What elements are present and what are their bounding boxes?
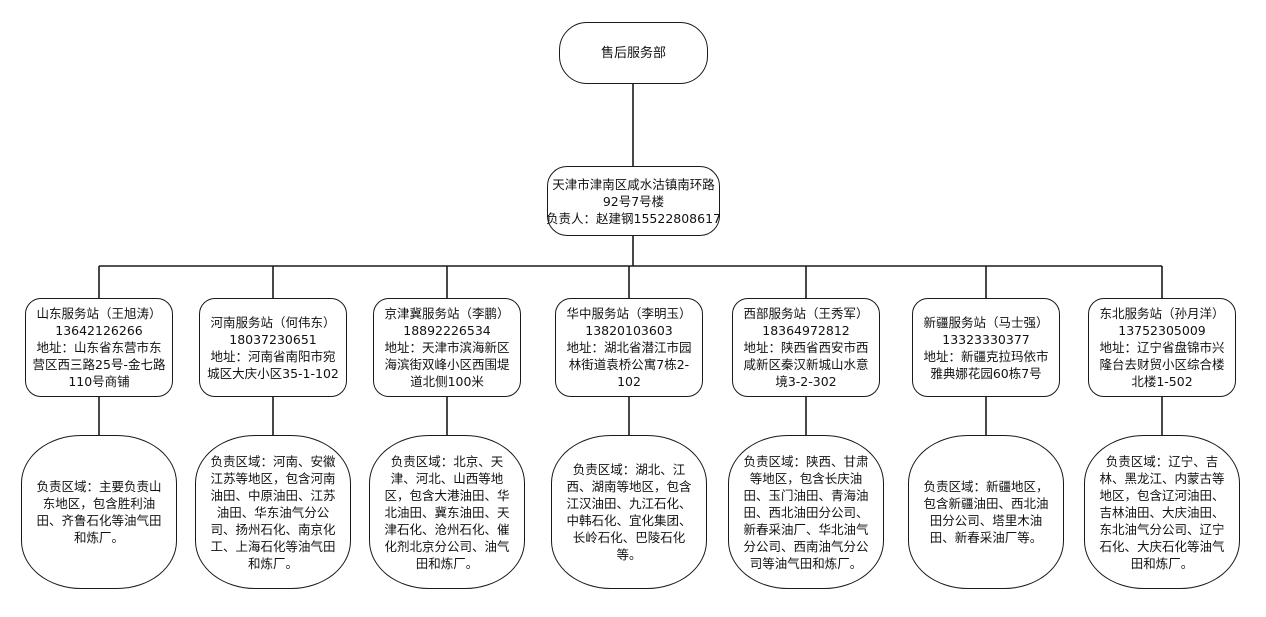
region-line: 新春采油厂、华北油气 [743,521,869,537]
station-node-xibu: 西部服务站（王秀军） 18364972812 地址：陕西省西安市西 咸新区秦汉新… [732,298,880,397]
station-phone: 18892226534 [403,323,491,338]
station-phone: 18037230651 [229,331,317,347]
station-name: 河南服务站（何伟东） [210,314,336,330]
station-address-line: 营区西三路25号-金七路 [32,357,166,372]
region-line: 和炼厂。 [73,530,124,545]
region-line: 区，包含大港油田、华 [384,487,510,503]
region-line: 负责区域：河南、安徽 [210,453,336,469]
station-node-jingjinji: 京津冀服务站（李鹏） 18892226534 地址：天津市滨海新区 海滨街双峰小… [373,298,521,397]
region-node-xibu: 负责区域：陕西、甘肃 等地区，包含长庆油 田、玉门油田、青海油 田、西北油田分公… [728,435,884,589]
station-address-line: 咸新区秦汉新城山水意 [743,357,869,372]
root-node-after-sales-dept: 售后服务部 [559,22,708,84]
region-line: 分公司、西南油气分公 [743,538,869,554]
region-node-shandong: 负责区域：主要负责山 东地区，包含胜利油 田、齐鲁石化等油气田 和炼厂。 [21,435,177,589]
station-name: 东北服务站（孙月洋） [1099,306,1225,321]
station-node-xinjiang: 新疆服务站（马士强） 13323330377 地址：新疆克拉玛依市 雅典娜花园6… [912,298,1060,397]
station-address-line: 102 [617,374,641,389]
station-phone: 13820103603 [585,323,673,338]
station-phone: 13642126266 [55,323,143,338]
region-line: 田、玉门油田、青海油 [743,487,869,503]
region-line: 化剂北京分公司、油气 [384,538,510,554]
region-line: 津石化、沧州石化、催 [384,521,510,537]
region-line: 津、河北、山西等地 [390,470,504,486]
region-line: 长岭石化、巴陵石化 [572,530,686,545]
station-address-line: 地址：湖北省潜江市园 [566,340,692,355]
region-node-henan: 负责区域：河南、安徽 江苏等地区，包含河南 油田、中原油田、江苏 油田、华东油气… [195,435,351,589]
region-line: 田、西北油田分公司、 [743,504,869,520]
station-name: 新疆服务站（马士强） [923,314,1049,330]
region-line: 负责区域：辽宁、吉 [1105,453,1219,469]
hq-node: 天津市津南区咸水沽镇南环路 92号7号楼 负责人：赵建钢15522808617 [546,166,721,236]
region-line: 司、扬州石化、南京化 [210,521,336,537]
region-line: 东北油气分公司、辽宁 [1099,521,1225,537]
region-line: 田、齐鲁石化等油气田 [36,513,162,528]
station-address-line: 海滨街双峰小区西围堤 [384,357,510,372]
region-line: 东地区，包含胜利油 [42,496,156,511]
region-line: 油田、华东油气分公 [216,504,330,520]
region-line: 等。 [616,547,642,562]
station-node-dongbei: 东北服务站（孙月洋） 13752305009 地址：辽宁省盘锦市兴 隆台去财贸小… [1088,298,1236,397]
region-line: 负责区域：新疆地区， [923,479,1049,494]
region-line: 司等油气田和炼厂。 [749,555,863,571]
station-address-line: 北楼1-502 [1131,374,1193,389]
region-line: 吉林油田、大庆油田、 [1099,504,1225,520]
region-line: 工、上海石化等油气田 [210,538,336,554]
station-address-line: 地址：陕西省西安市西 [743,340,869,355]
station-node-huazhong: 华中服务站（李明玉） 13820103603 地址：湖北省潜江市园 林街道袁桥公… [555,298,703,397]
region-line: 石化、大庆石化等油气 [1099,538,1225,554]
region-line: 等地区，包含长庆油 [749,470,863,486]
region-line: 江汉油田、九江石化、 [566,496,692,511]
hq-address-line-1: 天津市津南区咸水沽镇南环路 [552,176,715,192]
station-address-line: 雅典娜花园60栋7号 [930,365,1042,381]
hq-manager-line: 负责人：赵建钢15522808617 [546,210,721,226]
station-phone: 13323330377 [942,331,1030,347]
region-line: 负责区域：主要负责山 [36,479,162,494]
station-address-line: 隆台去财贸小区综合楼 [1099,357,1225,372]
station-name: 西部服务站（王秀军） [743,306,869,321]
station-address-line: 地址：山东省东营市东 [36,340,162,355]
region-node-dongbei: 负责区域：辽宁、吉 林、黑龙江、内蒙古等 地区，包含辽河油田、 吉林油田、大庆油… [1084,435,1240,589]
hq-address-line-2: 92号7号楼 [602,193,665,209]
region-line: 田和炼厂。 [1130,555,1194,571]
region-line: 中韩石化、宜化集团、 [566,513,692,528]
region-line: 负责区域：湖北、江 [572,462,686,477]
station-name: 京津冀服务站（李鹏） [384,306,510,321]
station-address-line: 城区大庆小区35-1-102 [207,365,339,381]
station-address-line: 地址：新疆克拉玛依市 [923,348,1049,364]
region-line: 北油田、冀东油田、天 [384,504,510,520]
station-phone: 13752305009 [1118,323,1206,338]
station-address-line: 道北侧100米 [410,374,484,389]
region-line: 和炼厂。 [247,555,298,571]
region-line: 田和炼厂。 [415,555,479,571]
station-phone: 18364972812 [762,323,850,338]
region-line: 包含新疆油田、西北油 [923,496,1049,511]
station-address-line: 境3-2-302 [775,374,837,389]
region-line: 西、湖南等地区，包含 [566,479,692,494]
region-line: 负责区域：陕西、甘肃 [743,453,869,469]
station-name: 华中服务站（李明玉） [566,306,692,321]
station-name: 山东服务站（王旭涛） [36,306,162,321]
station-address-line: 地址：辽宁省盘锦市兴 [1099,340,1225,355]
region-node-xinjiang: 负责区域：新疆地区， 包含新疆油田、西北油 田分公司、塔里木油 田、新春采油厂等… [908,435,1064,589]
station-node-shandong: 山东服务站（王旭涛） 13642126266 地址：山东省东营市东 营区西三路2… [25,298,173,397]
station-node-henan: 河南服务站（何伟东） 18037230651 地址：河南省南阳市宛 城区大庆小区… [199,298,347,397]
region-node-jingjinji: 负责区域：北京、天 津、河北、山西等地 区，包含大港油田、华 北油田、冀东油田、… [369,435,525,589]
region-line: 油田、中原油田、江苏 [210,487,336,503]
region-line: 地区，包含辽河油田、 [1099,487,1225,503]
region-line: 林、黑龙江、内蒙古等 [1099,470,1225,486]
station-address-line: 地址：天津市滨海新区 [384,340,510,355]
region-node-huazhong: 负责区域：湖北、江 西、湖南等地区，包含 江汉油田、九江石化、 中韩石化、宜化集… [551,435,707,589]
region-line: 江苏等地区，包含河南 [210,470,336,486]
region-line: 负责区域：北京、天 [390,453,504,469]
station-address-line: 110号商铺 [68,374,130,389]
region-line: 田分公司、塔里木油 [929,513,1043,528]
station-address-line: 林街道袁桥公寓7栋2- [568,357,690,372]
station-address-line: 地址：河南省南阳市宛 [210,348,336,364]
root-label: 售后服务部 [600,45,666,61]
region-line: 田、新春采油厂等。 [929,530,1043,545]
